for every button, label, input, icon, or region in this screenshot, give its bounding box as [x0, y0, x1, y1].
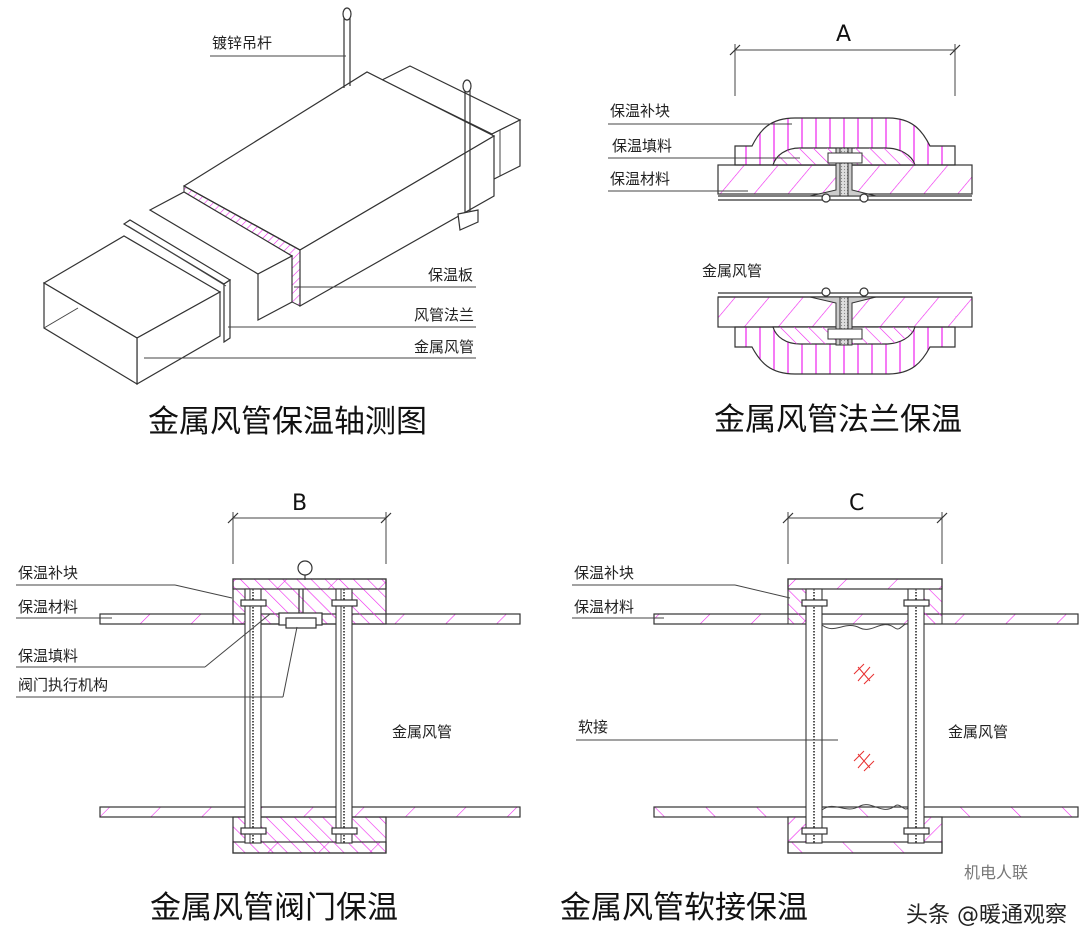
hanger-rod-right	[457, 79, 479, 231]
flange-joint-upper	[809, 147, 877, 203]
label-valve-actuator: 阀门执行机构	[18, 676, 108, 694]
label-flex-patch-block: 保温补块	[574, 564, 634, 582]
red-marker-2	[853, 750, 875, 772]
dimension-c: C	[782, 491, 948, 564]
rear-duct	[380, 65, 522, 181]
dimension-a: A	[729, 22, 961, 96]
label-flex-insulation-material: 保温材料	[574, 598, 634, 616]
valve-frame	[240, 588, 358, 844]
flange-panel: A 保温补块 保温填料 保温材料 金属风管	[608, 22, 973, 438]
label-metal-duct: 金属风管	[414, 338, 474, 356]
valve-title: 金属风管阀门保温	[150, 890, 398, 926]
label-filler: 保温填料	[612, 137, 672, 155]
label-valve-patch-block: 保温补块	[18, 564, 78, 582]
front-duct	[148, 191, 294, 321]
valve-panel: B	[16, 491, 521, 926]
label-valve-insulation-material: 保温材料	[18, 598, 78, 616]
isometric-title: 金属风管保温轴测图	[148, 404, 427, 440]
flex-title: 金属风管软接保温	[560, 890, 808, 926]
label-patch-block: 保温补块	[610, 102, 670, 120]
label-insulation-material: 保温材料	[610, 170, 670, 188]
dimension-a-label: A	[836, 22, 851, 47]
label-metal-duct-flange: 金属风管	[702, 262, 762, 280]
flex-fabric-bottom	[821, 804, 909, 811]
label-flex-connector: 软接	[578, 718, 608, 736]
label-duct-flange: 风管法兰	[414, 306, 474, 324]
dimension-c-label: C	[849, 491, 864, 516]
flange-title: 金属风管法兰保温	[714, 402, 962, 438]
watermark-text: 头条 @暖通观察	[906, 903, 1067, 928]
flex-fabric-top	[821, 623, 909, 630]
red-marker-1	[853, 663, 875, 685]
label-insulation-board: 保温板	[428, 266, 473, 284]
flex-frame	[801, 588, 930, 844]
label-valve-filler: 保温填料	[18, 647, 78, 665]
hanger-rod-left	[342, 7, 352, 88]
dimension-b-label: B	[292, 491, 307, 516]
flange-joint-lower	[809, 287, 877, 346]
label-valve-metal-duct: 金属风管	[392, 723, 452, 741]
flex-panel: C 保温补块	[560, 491, 1079, 926]
label-hanger-rod: 镀锌吊杆	[212, 34, 272, 52]
watermark: 机电人联 头条 @暖通观察	[906, 863, 1067, 928]
watermark-faint-text: 机电人联	[964, 863, 1028, 882]
isometric-panel: 镀锌吊杆 保温板 风管法兰 金属风管 金属风管保温轴测图	[42, 7, 522, 440]
dimension-b: B	[227, 491, 392, 564]
label-flex-metal-duct: 金属风管	[948, 723, 1008, 741]
valve-actuator	[278, 560, 323, 629]
open-duct-end	[42, 235, 222, 386]
